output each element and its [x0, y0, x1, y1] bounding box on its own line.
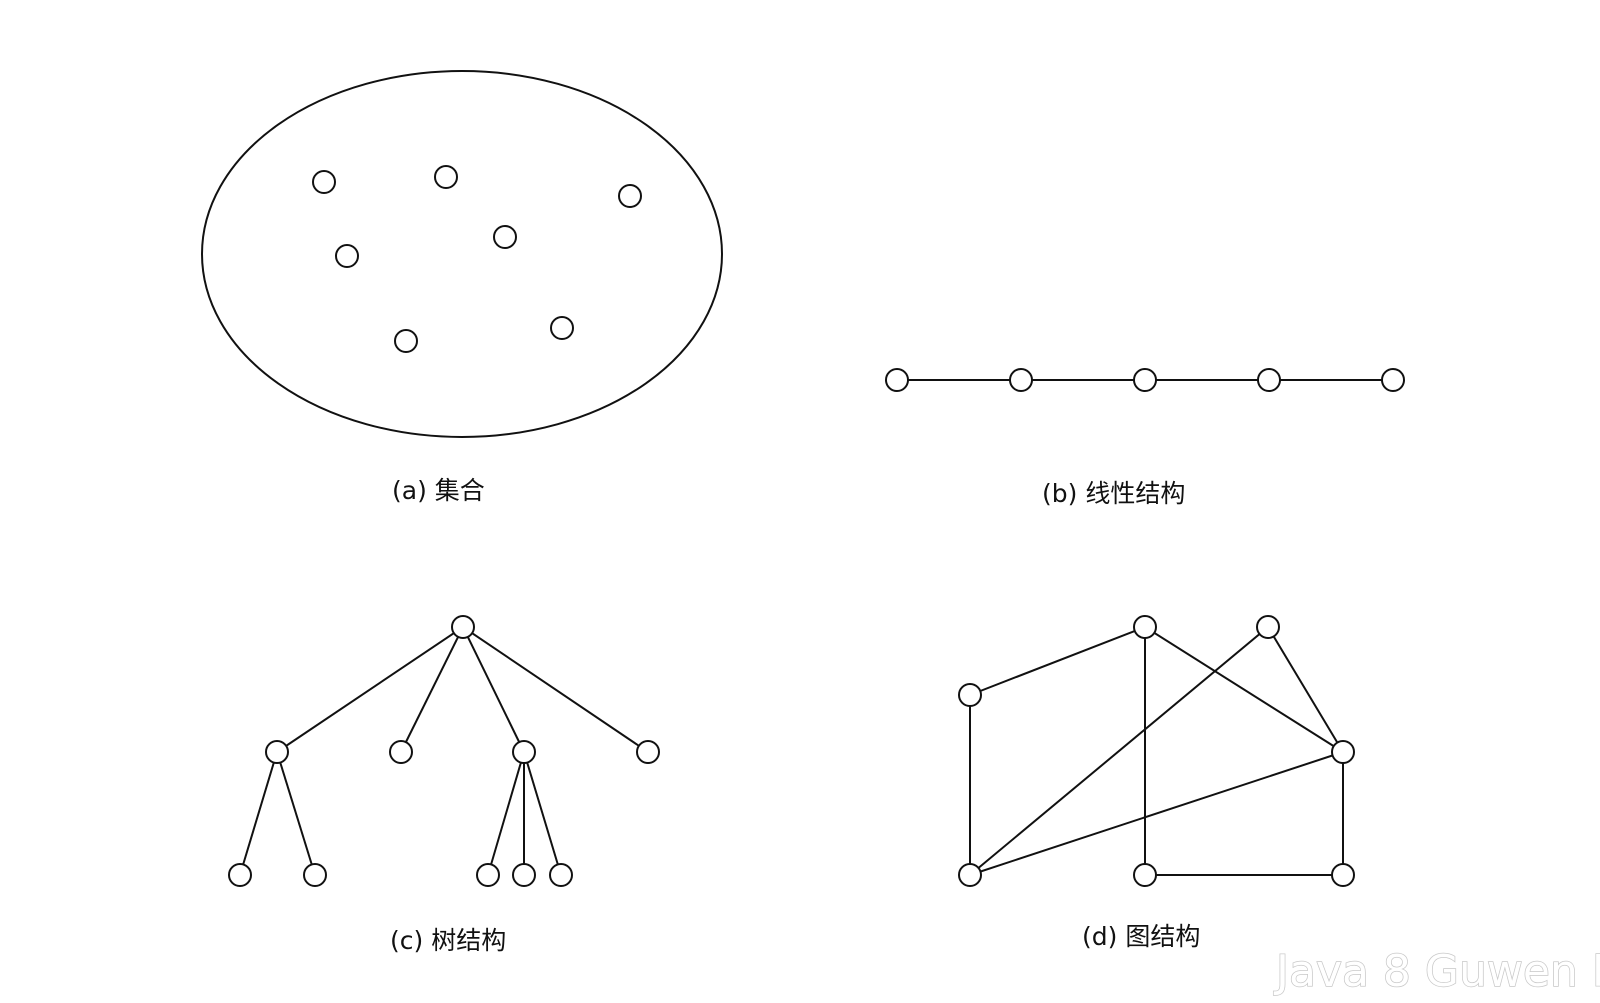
- linear-node: [1381, 368, 1405, 392]
- graph-edge: [1267, 626, 1344, 753]
- tree-node: [265, 740, 289, 764]
- linear-node: [1009, 368, 1033, 392]
- graph-node: [958, 863, 982, 887]
- tree-edge: [276, 626, 464, 753]
- graph-edge: [969, 626, 1269, 876]
- graph-node: [1331, 740, 1355, 764]
- tree-node: [636, 740, 660, 764]
- tree-leaf-node: [512, 863, 536, 887]
- graph-panel: (d) 图结构: [958, 615, 1355, 951]
- linear-panel: (b) 线性结构: [885, 368, 1405, 508]
- tree-edge: [487, 751, 525, 876]
- set-element: [550, 316, 574, 340]
- set-element: [493, 225, 517, 249]
- caption-linear: (b) 线性结构: [1042, 479, 1185, 508]
- graph-node: [1133, 615, 1157, 639]
- graph-edge: [1144, 626, 1344, 753]
- graph-edge: [969, 751, 1344, 876]
- tree-leaf-node: [549, 863, 573, 887]
- tree-edge: [523, 751, 562, 876]
- caption-set: (a) 集合: [392, 476, 485, 505]
- graph-node: [1331, 863, 1355, 887]
- tree-node: [389, 740, 413, 764]
- set-element: [618, 184, 642, 208]
- set-element: [394, 329, 418, 353]
- tree-edge: [462, 626, 525, 753]
- tree-edge: [462, 626, 649, 753]
- set-element: [434, 165, 458, 189]
- tree-node: [512, 740, 536, 764]
- linear-node: [885, 368, 909, 392]
- graph-node: [1256, 615, 1280, 639]
- graph-node: [958, 683, 982, 707]
- graph-edge: [969, 626, 1146, 696]
- set-element: [312, 170, 336, 194]
- tree-leaf-node: [476, 863, 500, 887]
- caption-graph: (d) 图结构: [1082, 922, 1200, 951]
- tree-edge: [239, 751, 278, 876]
- caption-tree: (c) 树结构: [390, 926, 506, 955]
- linear-node: [1257, 368, 1281, 392]
- tree-edge: [276, 751, 316, 876]
- linear-node: [1133, 368, 1157, 392]
- tree-panel: (c) 树结构: [228, 615, 660, 955]
- watermark-text: Java 8 Guwen P: [1273, 946, 1600, 997]
- tree-root-node: [451, 615, 475, 639]
- tree-edge: [400, 626, 464, 753]
- set-element: [335, 244, 359, 268]
- graph-node: [1133, 863, 1157, 887]
- tree-leaf-node: [303, 863, 327, 887]
- tree-leaf-node: [228, 863, 252, 887]
- set-boundary: [201, 70, 723, 438]
- set-panel: (a) 集合: [201, 70, 723, 505]
